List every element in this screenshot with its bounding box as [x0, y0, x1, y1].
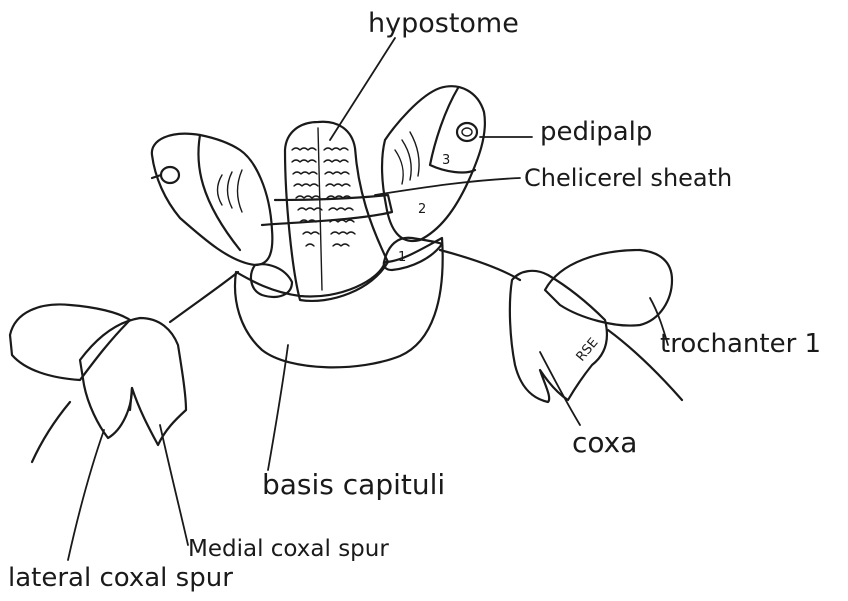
left-coxal-spur-notch [130, 388, 132, 410]
right-trochanter [545, 250, 672, 326]
hypostome-denticles [292, 148, 355, 246]
right-coxa [510, 271, 607, 402]
basis-capituli-shape [235, 238, 443, 367]
right-pedipalp-outer [382, 86, 485, 241]
leader-lateral-coxal-spur [68, 430, 104, 560]
left-coxa [80, 318, 186, 445]
right-pedipalp-segment-line [430, 88, 475, 172]
body-outline-right [440, 250, 520, 280]
right-pedipalp-knob-inner [462, 128, 472, 136]
leader-chelicerel-sheath [375, 178, 520, 195]
leader-basis-capituli [268, 345, 288, 470]
label-basis-capituli: basis capituli [262, 468, 445, 501]
chelicerel-sheath-plate [262, 195, 392, 225]
label-trochanter: trochanter 1 [660, 329, 821, 359]
leader-medial-coxal-spur [160, 425, 188, 545]
label-pedipalp: pedipalp [540, 117, 652, 147]
segment-number-1: 1 [398, 250, 406, 265]
body-outline-lower-left [32, 402, 70, 462]
label-coxa: coxa [572, 426, 637, 459]
left-pedipalp-tip [152, 175, 161, 178]
segment-number-2: 2 [418, 202, 426, 217]
body-outline-left [170, 272, 238, 322]
left-pedipalp-knob [161, 167, 179, 183]
label-lateral-coxal-spur: lateral coxal spur [8, 563, 233, 593]
right-pedipalp-knob [457, 123, 477, 141]
left-pedipalp-article [251, 264, 292, 297]
left-pedipalp-outer [152, 134, 273, 265]
left-trochanter [10, 304, 130, 380]
segment-number-3: 3 [442, 153, 450, 168]
left-pedipalp-setae [218, 170, 243, 212]
label-chelicerel-sheath: Chelicerel sheath [524, 164, 732, 192]
right-pedipalp-setae [395, 132, 419, 184]
leader-hypostome [330, 38, 395, 140]
label-hypostome: hypostome [368, 8, 519, 39]
left-pedipalp-segment-line [198, 135, 240, 250]
label-medial-coxal-spur: Medial coxal spur [188, 536, 389, 562]
